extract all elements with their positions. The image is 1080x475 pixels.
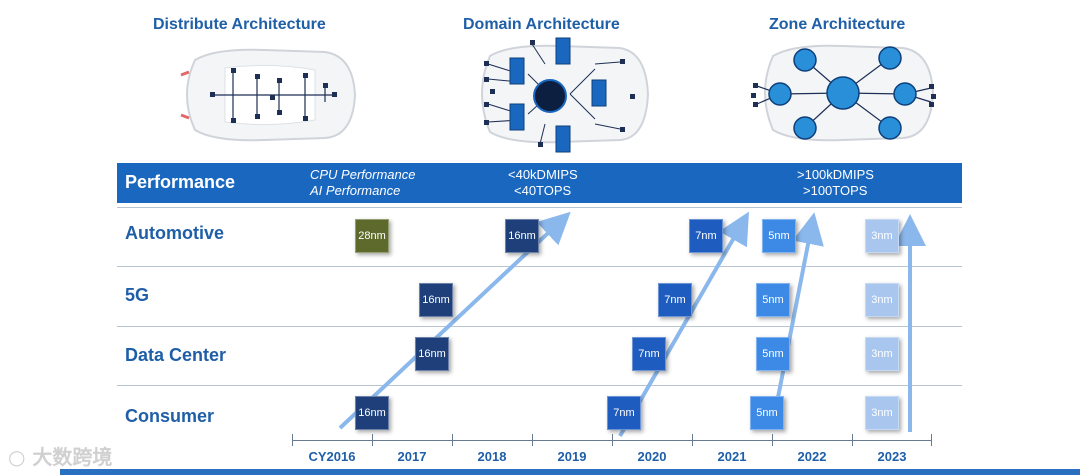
row-label-consumer: Consumer [125,406,215,426]
timeline-tick [292,434,293,446]
timeline-tick [372,434,373,446]
chip-automotive-28nm: 28nm [355,219,389,253]
timeline-tick [532,434,533,446]
row-divider [117,207,962,208]
domain-architecture-title: Domain Architecture [463,16,620,33]
timeline-tick [452,434,453,446]
row-divider [117,326,962,327]
chip-automotive-16nm: 16nm [505,219,539,253]
chip-5g-3nm: 3nm [865,283,899,317]
chip-consumer-3nm: 3nm [865,396,899,430]
timeline-tick [772,434,773,446]
year-2019: 2019 [557,449,587,464]
year-2017: 2017 [397,449,427,464]
chip-datacenter-16nm: 16nm [415,337,449,371]
chip-automotive-7nm: 7nm [689,219,723,253]
year-2018: 2018 [477,449,507,464]
chip-automotive-5nm: 5nm [762,219,796,253]
chip-automotive-3nm: 3nm [865,219,899,253]
footer-bar [60,469,1080,475]
chip-consumer-16nm: 16nm [355,396,389,430]
watermark-text: 大数跨境 [32,445,113,469]
chip-datacenter-5nm: 5nm [756,337,790,371]
year-2021: 2021 [717,449,747,464]
chip-5g-7nm: 7nm [658,283,692,317]
row-divider [117,385,962,386]
row-divider [117,266,962,267]
distribute-architecture-title: Distribute Architecture [153,16,326,33]
trend-arrow-1 [338,211,571,430]
row-label-5g: 5G [125,285,150,305]
timeline-tick [931,434,932,446]
year-cy2016: CY2016 [308,449,356,464]
row-label-data-center: Data Center [125,345,227,365]
chip-datacenter-3nm: 3nm [865,337,899,371]
high-cpu-value: >100kDMIPS [797,167,874,182]
year-2022: 2022 [797,449,827,464]
chip-consumer-5nm: 5nm [750,396,784,430]
watermark-logo: ○ 大数跨境 [8,441,112,470]
year-2020: 2020 [637,449,667,464]
distribute-architecture-car-image [180,48,357,142]
low-cpu-value: <40kDMIPS [508,167,578,182]
watermark-icon: ○ [8,445,26,469]
timeline-tick [852,434,853,446]
zone-architecture-title: Zone Architecture [769,16,906,33]
timeline-tick [692,434,693,446]
chip-datacenter-7nm: 7nm [632,337,666,371]
low-ai-value: <40TOPS [514,183,572,198]
cpu-performance-label: CPU Performance [310,167,416,182]
chip-consumer-7nm: 7nm [607,396,641,430]
timeline-tick [612,434,613,446]
ai-performance-label: AI Performance [310,183,401,198]
row-label-automotive: Automotive [125,223,224,243]
chip-5g-5nm: 5nm [756,283,790,317]
performance-band: Performance CPU Performance AI Performan… [117,163,962,203]
year-2023: 2023 [877,449,907,464]
zone-architecture-car-image [751,44,936,142]
performance-title: Performance [125,172,236,192]
trend-arrow-3 [770,212,824,429]
chip-5g-16nm: 16nm [419,283,453,317]
high-ai-value: >100TOPS [803,183,868,198]
domain-architecture-car-image [481,37,650,153]
